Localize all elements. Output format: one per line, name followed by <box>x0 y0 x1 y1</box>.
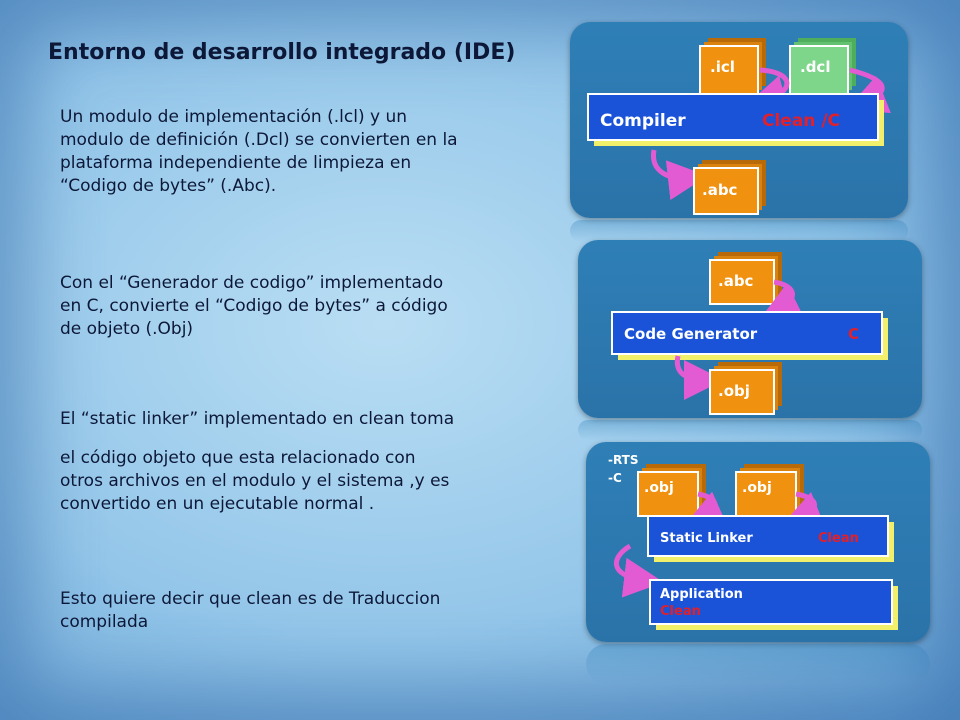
code-generator-box: Code Generator C <box>611 311 888 360</box>
text-line: otros archivos en el modulo y el sistema… <box>60 471 450 491</box>
rts-label: -RTS <box>608 453 639 467</box>
text-line: el código objeto que esta relacionado co… <box>60 448 416 468</box>
code-generator-diagram-panel: .abc Code Generator C .obj <box>578 240 922 418</box>
arrow-icon <box>760 279 805 319</box>
paragraph-compiler: Un modulo de implementación (.lcl) y un … <box>60 106 570 198</box>
code-generator-label: Code Generator <box>624 325 758 343</box>
text-line: Con el “Generador de codigo” implementad… <box>60 273 444 293</box>
c-label: -C <box>608 471 622 485</box>
obj-file-label: .obj <box>742 480 772 496</box>
text-line: compilada <box>60 612 149 632</box>
application-label: Application <box>660 587 743 602</box>
panel-reflection <box>586 644 930 684</box>
abc-file-icon: .abc <box>693 160 766 215</box>
paragraph-code-generator: Con el “Generador de codigo” implementad… <box>60 272 570 341</box>
text-line: El “static linker” implementado en clean… <box>60 409 455 429</box>
text-line: de objeto (.Obj) <box>60 319 194 339</box>
compiler-box: Compiler Clean /C <box>587 93 884 146</box>
static-linker-lang-label: Clean <box>818 531 859 546</box>
compiler-lang-label: Clean /C <box>762 111 840 131</box>
static-linker-label: Static Linker <box>660 531 753 546</box>
application-lang-label: Clean <box>660 604 701 619</box>
text-line: plataforma independiente de limpieza en <box>60 153 412 173</box>
text-line: modulo de definición (.Dcl) se convierte… <box>60 130 458 150</box>
application-box: Application Clean <box>649 579 898 630</box>
abc-file-label: .abc <box>702 181 737 199</box>
slide-title: Entorno de desarrollo integrado (IDE) <box>48 40 516 65</box>
linker-diagram-panel: -RTS -C .obj .obj Static Linker Clean Ap… <box>586 442 930 642</box>
icl-file-label: .icl <box>710 58 735 76</box>
obj-file-icon: .obj <box>735 464 804 517</box>
compiler-diagram: .icl .dcl Compiler Clean /C .abc <box>587 38 892 215</box>
obj-file-icon: .obj <box>709 362 782 415</box>
obj-output-label: .obj <box>718 382 750 400</box>
compiler-label: Compiler <box>600 111 686 131</box>
arrow-icon <box>613 543 664 598</box>
panel-reflection <box>578 420 922 440</box>
arrow-icon <box>674 355 724 400</box>
text-line: “Codigo de bytes” (.Abc). <box>60 176 277 196</box>
paragraph-conclusion: Esto quiere decir que clean es de Traduc… <box>60 588 570 634</box>
obj-file-label: .obj <box>644 480 674 496</box>
icl-file-icon: .icl <box>699 38 766 95</box>
text-line: en C, convierte el “Codigo de bytes” a c… <box>60 296 448 316</box>
linker-diagram: -RTS -C .obj .obj Static Linker Clean Ap… <box>608 453 898 630</box>
compiler-diagram-panel: .icl .dcl Compiler Clean /C .abc <box>570 22 908 218</box>
abc-file-icon: .abc <box>709 252 782 305</box>
arrow-icon <box>651 149 708 201</box>
panel-reflection <box>570 220 908 242</box>
code-generator-lang-label: C <box>848 325 859 343</box>
paragraph-linker: el código objeto que esta relacionado co… <box>60 447 570 516</box>
paragraph-linker-intro: El “static linker” implementado en clean… <box>60 408 570 431</box>
text-line: Un modulo de implementación (.lcl) y un <box>60 107 407 127</box>
static-linker-box: Static Linker Clean <box>647 515 894 562</box>
dcl-file-icon: .dcl <box>789 38 856 95</box>
abc-input-label: .abc <box>718 272 753 290</box>
obj-file-icon: .obj <box>637 464 706 517</box>
dcl-file-label: .dcl <box>800 58 830 76</box>
text-line: convertido en un ejecutable normal . <box>60 494 375 514</box>
text-line: Esto quiere decir que clean es de Traduc… <box>60 589 441 609</box>
code-generator-diagram: .abc Code Generator C .obj <box>611 252 888 415</box>
